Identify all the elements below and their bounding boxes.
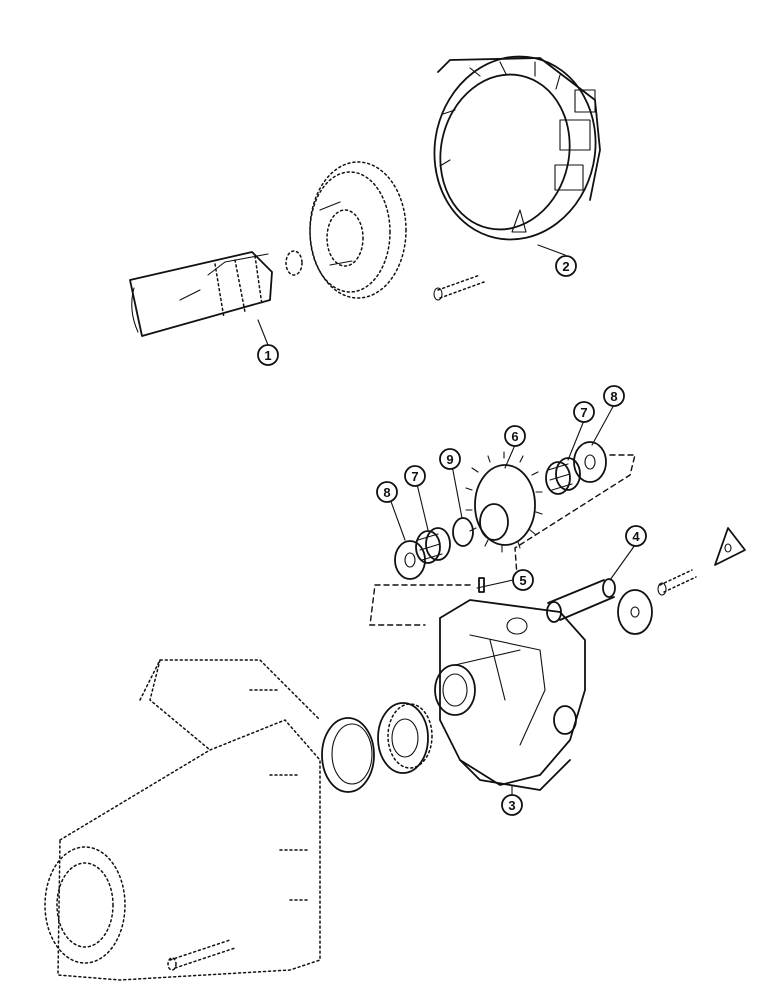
ring-housing-part (433, 55, 601, 241)
splined-shaft-part (129, 251, 273, 337)
callout-5: 5 (512, 569, 534, 591)
thrust-washer-right-part (573, 441, 607, 483)
axle-housing-outline (44, 659, 321, 981)
callout-4: 4 (625, 525, 647, 547)
callout-9: 9 (439, 448, 461, 470)
svg-text:8: 8 (610, 389, 617, 404)
svg-text:9: 9 (446, 452, 453, 467)
svg-text:1: 1 (264, 348, 271, 363)
bearing-cup-part (321, 717, 375, 793)
leader-lines (257, 244, 636, 796)
callout-7-right: 7 (573, 401, 595, 423)
planet-carrier-part (434, 599, 586, 791)
cap-screw-part (433, 274, 485, 301)
svg-text:8: 8 (383, 485, 390, 500)
callout-7-left: 7 (404, 465, 426, 487)
spur-gear-part (309, 161, 407, 299)
snap-ring-part (285, 250, 303, 276)
callout-3: 3 (501, 794, 523, 816)
tapered-bearing-part (377, 702, 433, 774)
svg-text:3: 3 (508, 798, 515, 813)
callout-8-left: 8 (376, 481, 398, 503)
planet-pin-part (546, 578, 616, 623)
svg-text:7: 7 (411, 469, 418, 484)
svg-text:5: 5 (519, 573, 526, 588)
lock-plate-part (714, 527, 746, 566)
callout-1: 1 (257, 344, 279, 366)
retainer-bolt-part (657, 569, 697, 596)
callout-8-right: 8 (603, 385, 625, 407)
dowel-pin-part (478, 577, 485, 593)
svg-text:6: 6 (511, 429, 518, 444)
pinion-gear-part (465, 451, 543, 553)
svg-text:7: 7 (580, 405, 587, 420)
svg-text:2: 2 (562, 259, 569, 274)
callout-6: 6 (504, 425, 526, 447)
needle-bearing-right-part (545, 457, 581, 495)
spacer-ring-part (452, 517, 474, 547)
retainer-plate-part (617, 589, 653, 635)
needle-bearing-left-part (415, 527, 451, 564)
svg-text:4: 4 (632, 529, 640, 544)
callout-2: 2 (555, 255, 577, 277)
thrust-washer-left-part (394, 540, 426, 580)
alignment-lines (369, 454, 636, 626)
